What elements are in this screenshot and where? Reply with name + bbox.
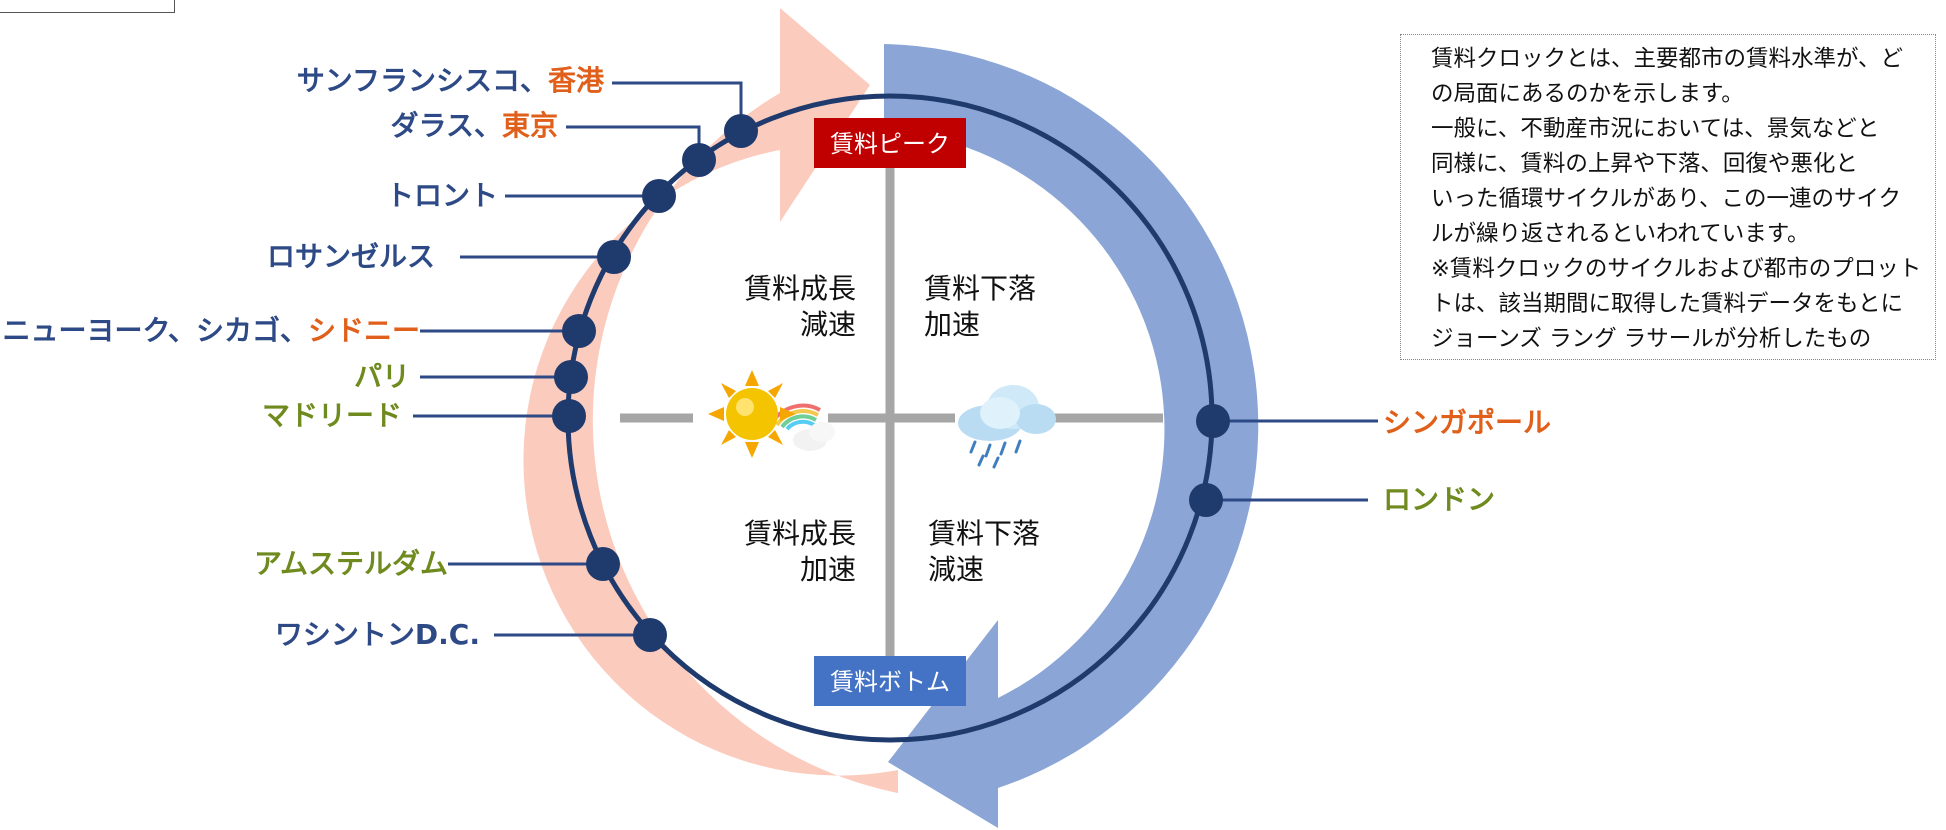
peak-label: 賃料ピーク: [830, 130, 950, 158]
bottom-label: 賃料ボトム: [830, 668, 950, 696]
city-name: パリ: [354, 360, 410, 393]
quadrant-bottom-left-line2: 加速: [800, 553, 856, 586]
city-dot: [724, 114, 758, 148]
city-name: ロンドン: [1383, 483, 1495, 516]
city-label: サンフランシスコ、香港: [297, 64, 605, 97]
city-dot: [586, 547, 620, 581]
note-line: の局面にあるのかを示します。: [1431, 81, 1744, 107]
note-line: 同様に、賃料の上昇や下落、回復や悪化と: [1431, 151, 1858, 177]
city-markers: サンフランシスコ、香港ダラス、東京トロントロサンゼルスニューヨーク、シカゴ、シド…: [2, 64, 1551, 652]
city-name: 、: [280, 314, 308, 347]
quadrant-top-right-line1: 賃料下落: [924, 272, 1036, 305]
city-name: 、: [474, 109, 502, 142]
city-name: トロント: [386, 179, 498, 212]
city-label: シンガポール: [1383, 406, 1551, 439]
city-name: ワシントンD.C.: [275, 618, 480, 651]
city-name: 東京: [502, 109, 558, 142]
city-label: マドリード: [262, 399, 402, 432]
growth-arrow: [523, 8, 898, 793]
city-name: 、: [168, 314, 196, 347]
city-label: トロント: [386, 179, 498, 212]
city-label: アムステルダム: [254, 547, 448, 580]
city-dot: [554, 360, 588, 394]
city-name: サンフランシスコ: [297, 64, 520, 97]
sun-with-rainbow-icon: [708, 370, 835, 458]
peak-badge: 賃料ピーク: [814, 118, 966, 168]
city-name: シドニー: [308, 314, 420, 347]
city-name: ロサンゼルス: [267, 240, 435, 273]
city-dot: [1196, 404, 1230, 438]
city-name: 、: [520, 64, 548, 97]
quadrant-bottom-right-line2: 減速: [928, 553, 984, 586]
city-dot: [552, 399, 586, 433]
city-dot: [562, 314, 596, 348]
city-name: シンガポール: [1383, 406, 1551, 439]
quadrant-top-right-line2: 加速: [924, 308, 980, 341]
note-line: 賃料クロックとは、主要都市の賃料水準が、ど: [1431, 46, 1904, 72]
note-line: ルが繰り返されるといわれています。: [1431, 221, 1810, 247]
city-label: ニューヨーク、シカゴ、シドニー: [2, 314, 420, 347]
quadrant-bottom-left-line1: 賃料成長: [744, 517, 856, 550]
city-label: パリ: [354, 360, 410, 393]
note-line: 一般に、不動産市況においては、景気などと: [1431, 116, 1880, 142]
note-line: ジョーンズ ラング ラサールが分析したもの: [1431, 326, 1872, 352]
city-name: ダラス: [391, 109, 474, 142]
city-dot: [1189, 483, 1223, 517]
city-dot: [642, 179, 676, 213]
decline-arrow: [884, 44, 1259, 828]
city-name: アムステルダム: [254, 547, 448, 580]
note-line: トは、該当期間に取得した賃料データをもとに: [1431, 291, 1904, 317]
note-line: ※賃料クロックのサイクルおよび都市のプロット: [1431, 256, 1922, 282]
city-leader-line: [612, 81, 743, 131]
rain-cloud-icon: [958, 385, 1056, 469]
city-label: ダラス、東京: [391, 109, 558, 142]
city-label: ロサンゼルス: [267, 240, 435, 273]
city-name: シカゴ: [196, 314, 280, 347]
explanation-note: 賃料クロックとは、主要都市の賃料水準が、ど の局面にあるのかを示します。 一般に…: [1400, 34, 1936, 360]
city-label: ワシントンD.C.: [275, 618, 480, 651]
frame-corner: [0, 0, 175, 13]
city-dot: [633, 618, 667, 652]
note-line: いった循環サイクルがあり、この一連のサイク: [1431, 186, 1902, 212]
city-label: ロンドン: [1383, 483, 1495, 516]
city-dot: [682, 143, 716, 177]
quadrant-bottom-right-line1: 賃料下落: [928, 517, 1040, 550]
quadrant-top-left-line1: 賃料成長: [744, 272, 856, 305]
city-name: マドリード: [262, 399, 402, 432]
quadrant-top-left-line2: 減速: [800, 308, 856, 341]
bottom-badge: 賃料ボトム: [814, 656, 966, 706]
city-name: ニューヨーク: [2, 314, 168, 347]
city-dot: [597, 240, 631, 274]
city-name: 香港: [548, 64, 605, 97]
city-leader-line: [566, 125, 701, 160]
